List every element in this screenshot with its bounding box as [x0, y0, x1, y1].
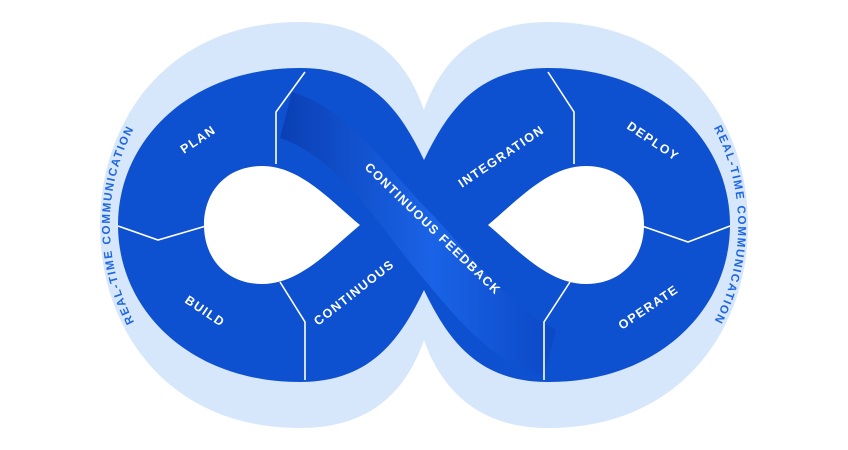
separator-continuous-right [543, 281, 571, 380]
loop-body [118, 68, 730, 382]
stage-separators [117, 71, 731, 380]
feedback-band [280, 92, 556, 376]
separator-plan-build [117, 225, 207, 241]
separator-integration-top [547, 71, 575, 164]
separator-build-continuous [279, 281, 306, 380]
separator-deploy-operate [641, 225, 731, 243]
separator-plan-top [275, 71, 306, 164]
left-hole [204, 166, 360, 284]
right-hole [488, 166, 644, 284]
